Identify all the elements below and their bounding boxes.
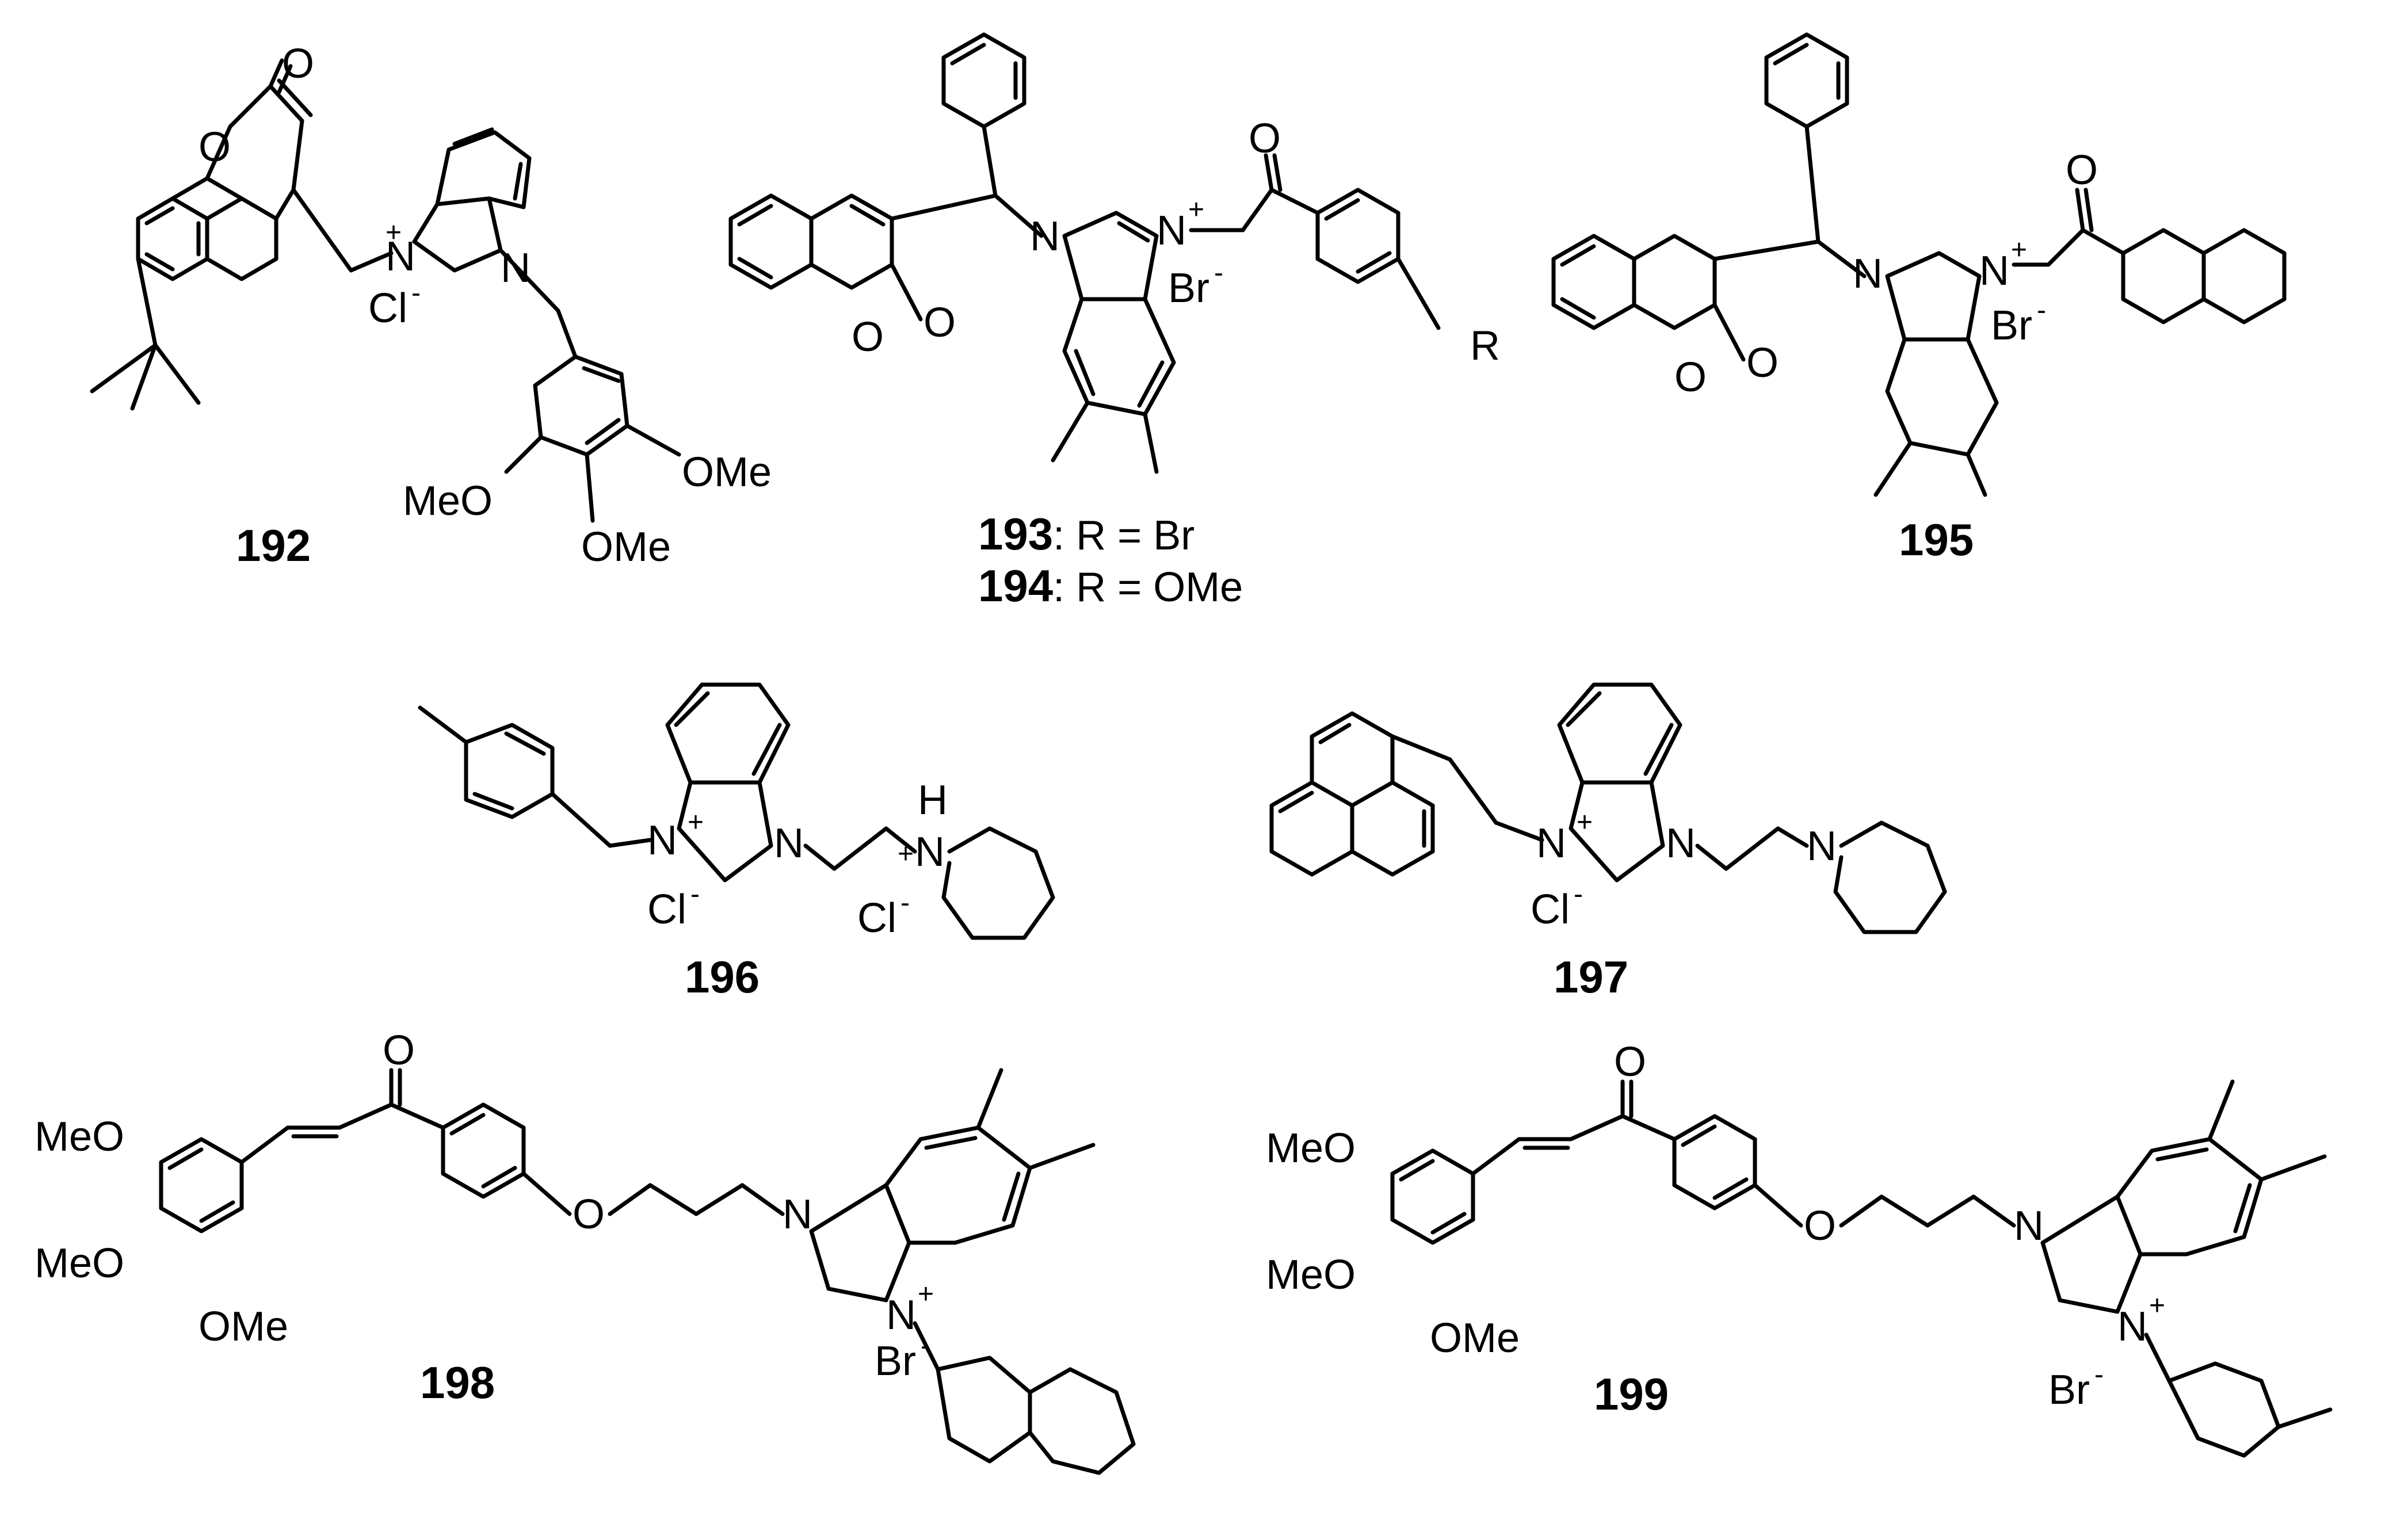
compound-198-label: 198 (420, 1357, 495, 1408)
compound-193-label: 193: R = Br (978, 509, 1195, 559)
compound-192-n-plus: N (386, 234, 415, 280)
compound-199-counterion-charge: - (2094, 1360, 2104, 1390)
compound-198-structure (159, 1068, 1136, 1475)
compound-195-ring-o: O (1674, 354, 1707, 400)
compound-196-plus-charge-2: + (898, 839, 914, 869)
compound-198-counterion-charge: - (921, 1331, 930, 1361)
compound-198-carbonyl-o: O (383, 1028, 415, 1074)
compound-195-lactone-o: O (1746, 340, 1779, 386)
compound-192-n: N (501, 245, 531, 291)
compound-198-ether-o: O (573, 1192, 605, 1238)
compound-193-194-lactone-o: O (923, 300, 956, 346)
compound-197-counterion-charge: - (1574, 879, 1583, 910)
compound-195-counterion: Br (1991, 303, 2032, 349)
compound-198-methoxy-3: OMe (199, 1304, 288, 1350)
compound-196-plus-charge-1: + (688, 807, 704, 838)
compound-192-carbonyl-o: O (282, 41, 314, 87)
compound-199-structure (1390, 1079, 2333, 1458)
compound-192-counterion: Cl (368, 285, 407, 331)
compound-197-piperidine-n: N (1807, 823, 1837, 869)
compound-195-structure (1551, 32, 2287, 497)
compound-199-ether-o: O (1804, 1203, 1836, 1249)
compound-193-194-plus-charge: + (1188, 194, 1204, 225)
compound-197-plus-charge: + (1577, 807, 1593, 838)
compound-196-nh-plus: N (915, 829, 945, 875)
compound-195-counterion-charge: - (2037, 295, 2046, 326)
compound-199-methoxy-2: MeO (1266, 1252, 1356, 1298)
compound-196-label: 196 (685, 952, 760, 1002)
compound-193-194-counterion: Br (1168, 265, 1209, 311)
compound-199-methoxy-3: OMe (1430, 1315, 1520, 1361)
compound-192-methoxy-bottom: OMe (581, 524, 671, 570)
compound-196-h: H (918, 777, 948, 823)
compound-196-counterion-1: Cl (647, 887, 686, 933)
compound-199-n: N (2014, 1203, 2044, 1249)
compound-195-carbonyl-o: O (2066, 147, 2098, 193)
compound-193-194-r-group: R (1470, 323, 1500, 369)
compound-196-counterion-2: Cl (857, 895, 896, 941)
compound-196-n-plus: N (647, 818, 677, 864)
compound-199-methoxy-1: MeO (1266, 1125, 1356, 1171)
compound-193-194-carbonyl-o: O (1249, 116, 1281, 162)
compound-197-label: 197 (1554, 952, 1628, 1002)
compound-198-n-plus: N (886, 1292, 916, 1338)
compound-193-194-n: N (1030, 213, 1060, 259)
compound-194-label: 194: R = OMe (978, 560, 1243, 611)
compound-197-counterion: Cl (1531, 887, 1570, 933)
compound-199-counterion: Br (2048, 1367, 2090, 1413)
compound-199-label: 199 (1594, 1369, 1669, 1419)
compound-195-plus-charge: + (2011, 235, 2027, 265)
compound-195-n-plus: N (1979, 248, 2009, 294)
compound-193-194-counterion-charge: - (1214, 258, 1223, 288)
compound-198-plus-charge: + (918, 1279, 934, 1309)
compound-192-label: 192 (236, 520, 311, 571)
compound-193-194-ring-o: O (852, 314, 884, 360)
compound-198-methoxy-2: MeO (35, 1240, 124, 1286)
compound-198-methoxy-1: MeO (35, 1114, 124, 1160)
compound-193-194-structure (728, 32, 1441, 474)
compound-197-n: N (1666, 820, 1696, 866)
compound-198-counterion: Br (875, 1338, 916, 1384)
compound-192-methoxy-right: OMe (682, 449, 772, 495)
compound-196-n: N (774, 820, 804, 866)
compound-197-n-plus: N (1536, 820, 1566, 866)
compound-192-plus-charge: + (386, 217, 402, 248)
compound-195-label: 195 (1899, 514, 1974, 565)
compound-192-counterion-charge: - (411, 278, 421, 308)
compound-198-n: N (783, 1192, 812, 1238)
compound-196-structure (418, 682, 1055, 940)
compound-199-carbonyl-o: O (1614, 1039, 1646, 1085)
compound-196-counterion-2-charge: - (900, 888, 910, 918)
compound-192-ring-o: O (199, 124, 231, 170)
compound-195-n: N (1853, 251, 1883, 297)
compound-199-n-plus: N (2117, 1304, 2147, 1350)
compound-192-methoxy-left: MeO (403, 478, 493, 524)
compound-192-structure (90, 58, 629, 457)
compound-193-194-n-plus: N (1157, 208, 1186, 254)
compound-196-counterion-1-charge: - (690, 879, 700, 910)
compound-199-plus-charge: + (2149, 1290, 2165, 1321)
compound-197-structure (1269, 682, 1947, 934)
